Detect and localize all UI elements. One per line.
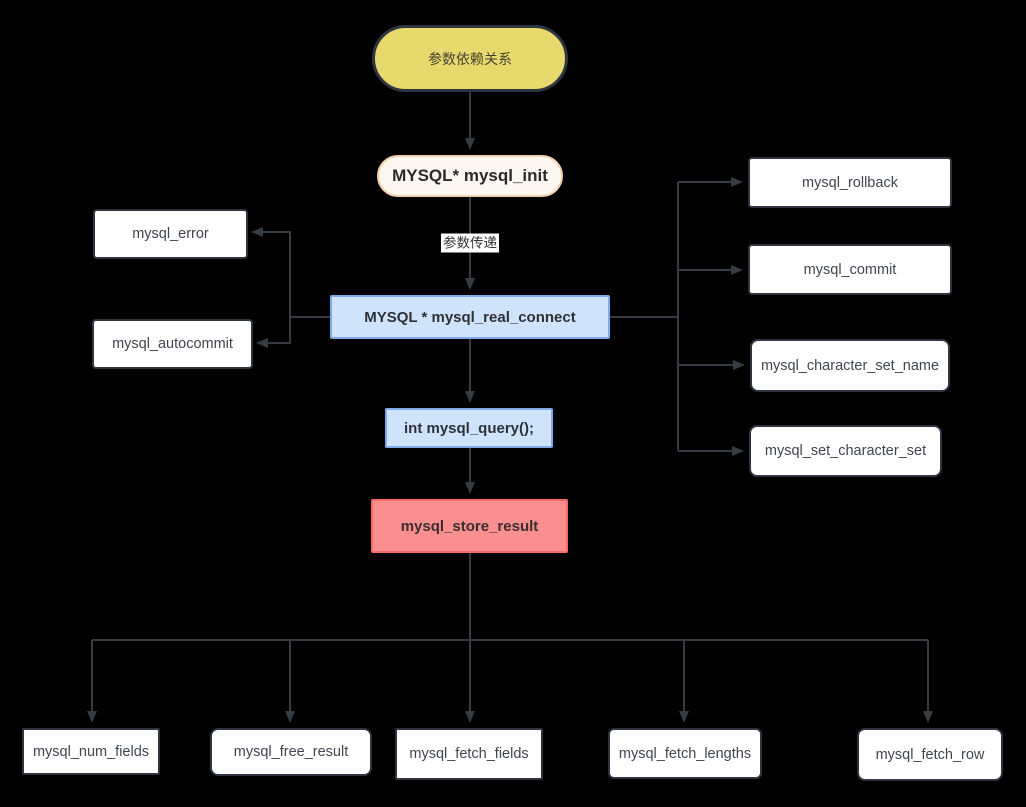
- node-mysql-query[interactable]: int mysql_query();: [385, 408, 553, 448]
- node-mysql-error[interactable]: mysql_error: [93, 209, 248, 259]
- node-mysql-real-connect[interactable]: MYSQL * mysql_real_connect: [330, 295, 610, 339]
- node-title[interactable]: 参数依赖关系: [372, 25, 568, 92]
- node-mysql-init[interactable]: MYSQL* mysql_init: [377, 155, 563, 197]
- node-mysql-store-result[interactable]: mysql_store_result: [371, 499, 568, 553]
- edge-label-param-pass: 参数传递: [441, 233, 499, 253]
- node-mysql-commit[interactable]: mysql_commit: [748, 244, 952, 295]
- node-mysql-character-set-name[interactable]: mysql_character_set_name: [750, 339, 950, 392]
- node-mysql-fetch-fields[interactable]: mysql_fetch_fields: [395, 728, 543, 780]
- node-mysql-num-fields[interactable]: mysql_num_fields: [22, 728, 160, 775]
- node-mysql-autocommit[interactable]: mysql_autocommit: [92, 319, 253, 369]
- node-mysql-fetch-lengths[interactable]: mysql_fetch_lengths: [608, 728, 762, 779]
- node-mysql-fetch-row[interactable]: mysql_fetch_row: [857, 728, 1003, 781]
- node-mysql-set-character-set[interactable]: mysql_set_character_set: [749, 425, 942, 477]
- node-mysql-free-result[interactable]: mysql_free_result: [210, 728, 372, 776]
- node-mysql-rollback[interactable]: mysql_rollback: [748, 157, 952, 208]
